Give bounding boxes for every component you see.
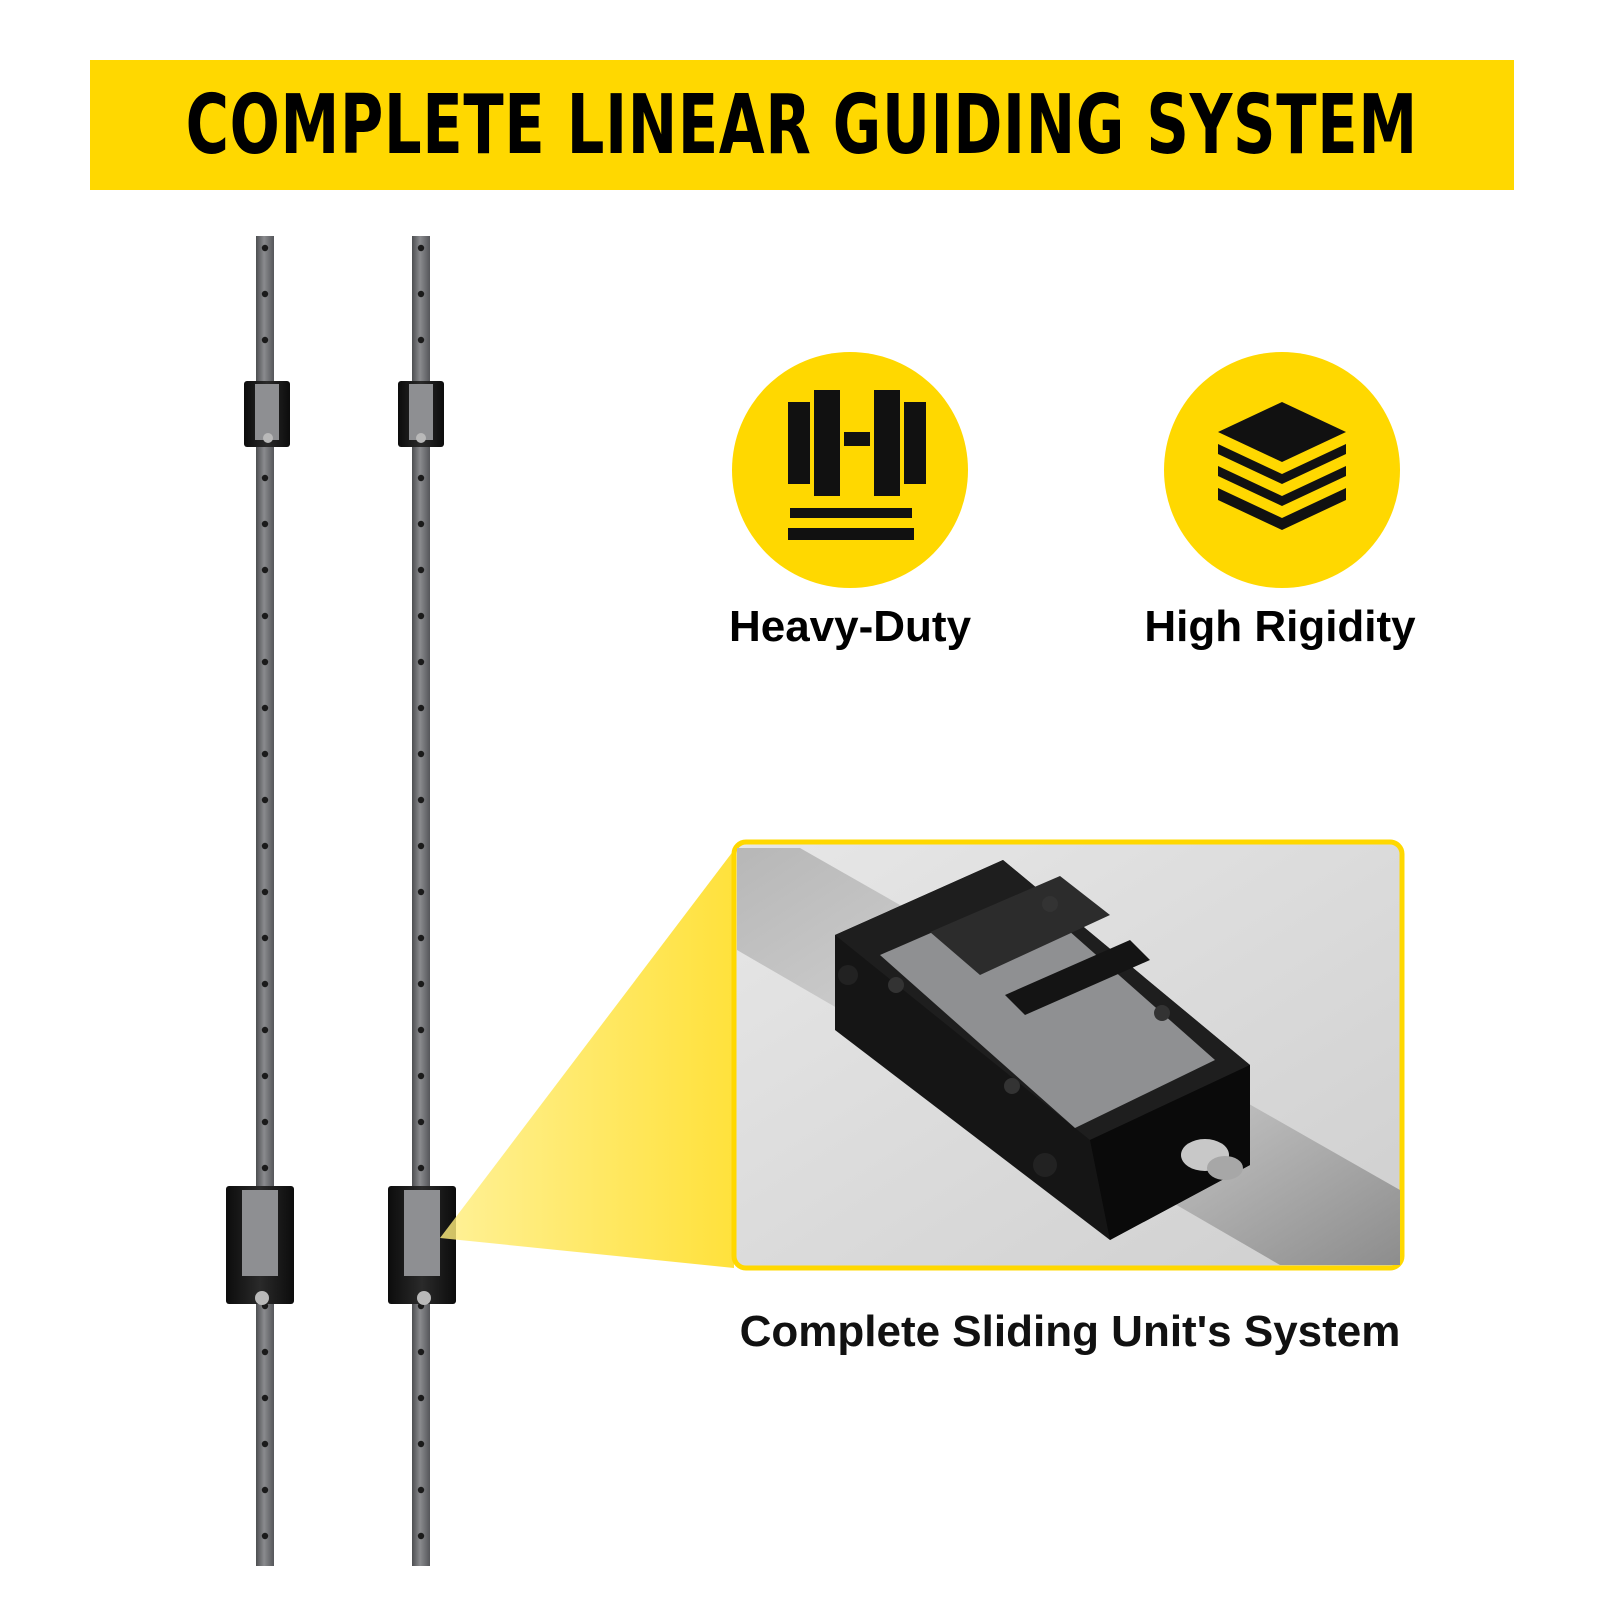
- rail-hole: [261, 842, 269, 850]
- rail-hole: [417, 1440, 425, 1448]
- rail-hole: [261, 1440, 269, 1448]
- slider-block-top-left: [244, 381, 290, 447]
- rail-hole: [417, 244, 425, 252]
- linear-rails-illustration: [226, 236, 456, 1566]
- rail-hole: [417, 1394, 425, 1402]
- rail-hole: [261, 1532, 269, 1540]
- feature-label-high-rigidity: High Rigidity: [1144, 602, 1416, 651]
- slider-block-top-right: [398, 381, 444, 447]
- rail-hole: [261, 612, 269, 620]
- rail-hole: [417, 1532, 425, 1540]
- rail-hole: [261, 704, 269, 712]
- zoom-beam: [440, 850, 734, 1268]
- rail-hole: [417, 612, 425, 620]
- rail-hole: [261, 520, 269, 528]
- rail-hole: [417, 750, 425, 758]
- rail-hole: [417, 704, 425, 712]
- rail-hole: [261, 290, 269, 298]
- rail-hole: [261, 888, 269, 896]
- rail-hole: [417, 980, 425, 988]
- rail-hole: [417, 520, 425, 528]
- page-title: COMPLETE LINEAR GUIDING SYSTEM: [185, 77, 1419, 173]
- rail-hole: [417, 1072, 425, 1080]
- rail-hole: [417, 566, 425, 574]
- rail-hole: [261, 980, 269, 988]
- rail-hole: [261, 1394, 269, 1402]
- rail-hole: [417, 658, 425, 666]
- rail-hole: [261, 1026, 269, 1034]
- rail-hole: [261, 1072, 269, 1080]
- rail-hole: [417, 796, 425, 804]
- rail-hole: [261, 796, 269, 804]
- rail-hole: [261, 1348, 269, 1356]
- layers-icon: [1164, 352, 1400, 588]
- rail-hole: [261, 934, 269, 942]
- rail-hole: [261, 474, 269, 482]
- rail-hole: [417, 1348, 425, 1356]
- slider-block-bottom-left: [226, 1186, 294, 1305]
- rail-hole: [417, 474, 425, 482]
- rail-hole: [417, 1164, 425, 1172]
- heavy-duty-icon: [732, 352, 968, 588]
- rail-hole: [417, 934, 425, 942]
- slider-block-bottom-right: [388, 1186, 456, 1305]
- slider-block-icon: [835, 860, 1250, 1240]
- rail-hole: [261, 566, 269, 574]
- rail-hole: [417, 842, 425, 850]
- rail-hole: [417, 1118, 425, 1126]
- rail-hole: [417, 336, 425, 344]
- rail-hole: [417, 1486, 425, 1494]
- rail-hole: [261, 244, 269, 252]
- rail-hole: [417, 290, 425, 298]
- rail-hole: [261, 1486, 269, 1494]
- rail-hole: [261, 658, 269, 666]
- feature-label-heavy-duty: Heavy-Duty: [728, 602, 972, 651]
- rail-hole: [261, 750, 269, 758]
- rail-hole: [417, 888, 425, 896]
- detail-caption: Complete Sliding Unit's System: [739, 1307, 1401, 1356]
- title-banner: COMPLETE LINEAR GUIDING SYSTEM: [90, 60, 1514, 190]
- rail-hole: [417, 1026, 425, 1034]
- rail-hole: [261, 1164, 269, 1172]
- rail-hole: [261, 336, 269, 344]
- rail-hole: [261, 1118, 269, 1126]
